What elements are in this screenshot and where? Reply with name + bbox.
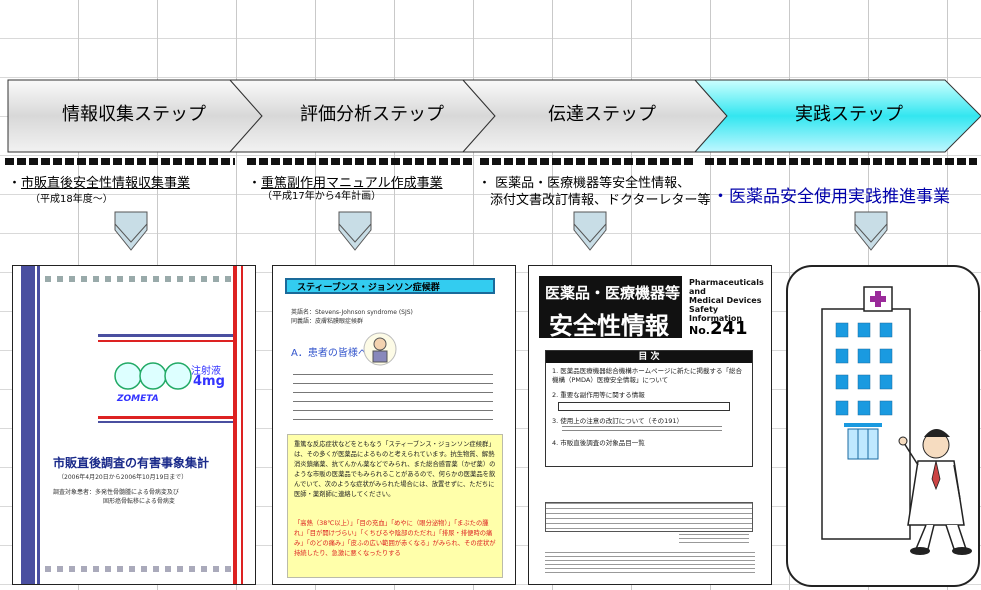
toc-item: 1. 医薬品医療機器総合機構ホームページに新たに掲載する「総合機構（PMDA）医… [552,367,742,384]
masthead-line-1: 医薬品・医療機器等 [545,284,681,302]
brand-logo: ZOMETA [117,394,159,404]
warning-box: 重篤な反応症状などをともなう「スティーブンス・ジョンソン症候群」は、その多くが医… [287,434,503,578]
manual-eng-name: 英語名：Stevens-Johnson syndrome (SJS) [291,309,413,316]
hospital-illustration [821,286,972,555]
safety-info-thumbnail: 医薬品・医療機器等 安全性情報 Pharmaceuticals and Medi… [528,265,772,585]
report-note-2: 固形癌骨転移による骨病変 [103,498,175,505]
toc-box: 目 次 1. 医薬品医療機器総合機構ホームページに新たに掲載する「総合機構（PM… [545,350,753,467]
down-arrow-icon [854,211,888,251]
toc-item: 2. 重要な副作用等に関する情報 [552,391,645,399]
notice-box [545,502,753,532]
issue-number: No.241 [689,318,748,339]
warning-symptoms: 「高熱（38℃以上）」「目の充血」「めやに（眼分泌物）」「まぶたの腫れ」「目が開… [294,520,496,557]
masthead-english: Pharmaceuticals and Medical Devices Safe… [689,278,764,323]
manual-body-text [293,374,493,424]
patient-icon [363,332,397,366]
manual-sjs-thumbnail: スティーブンス・ジョンソン症候群 英語名：Stevens-Johnson syn… [272,265,516,585]
toc-item: 4. 市販直後調査の対象品目一覧 [552,439,645,447]
report-title: 市販直後調査の有害事象集計 [53,456,210,470]
manual-alias: 同義語：皮膚粘膜眼症候群 [291,318,364,325]
step-label-practice: 実践ステップ [795,104,903,125]
toc-item: 3. 使用上の注意の改訂について（その191） [552,417,683,425]
divider-bar [705,158,977,165]
toc-header: 目 次 [546,351,752,363]
down-arrow-icon [114,211,148,251]
pill-icon [114,362,192,390]
topic-collect-sub: （平成18年度～） [30,194,113,205]
step-label-collect: 情報収集ステップ [62,104,206,125]
topic-communicate-2: 添付文書改訂情報、ドクターレター等 [490,193,711,208]
contact-text [545,552,755,574]
step-arrows [7,79,981,153]
topic-practice: ・医薬品安全使用実践推進事業 [712,187,950,207]
down-arrow-icon [573,211,607,251]
divider-bar [480,158,695,165]
step-arrow-practice [693,79,981,153]
dose-label: 注射液 [191,366,221,377]
topic-evaluate: ・重篤副作用マニュアル作成事業 [248,176,443,191]
masthead-line-2: 安全性情報 [549,312,669,340]
publisher-text [679,534,749,546]
manual-title: スティーブンス・ジョンソン症候群 [285,278,495,294]
divider-bar [5,158,235,165]
dose-value: 4mg [193,374,225,389]
topic-collect: ・市販直後安全性情報収集事業 [8,176,191,191]
topic-evaluate-sub: （平成17年から4年計画） [262,191,382,202]
safety-info-masthead: 医薬品・医療機器等 安全性情報 [539,276,682,340]
step-label-evaluate: 評価分析ステップ [300,104,444,125]
manual-heading: A．患者の皆様へ [291,348,368,359]
report-period: （2006年4月20日から2006年10月19日まで） [58,474,188,481]
report-zometa-thumbnail: 注射液 4mg ZOMETA 市販直後調査の有害事象集計 （2006年4月20日… [12,265,256,585]
divider-bar [247,158,472,165]
report-note-1: 調査対象患者：多発性骨髄腫による骨病変及び [53,489,179,496]
doctor-icon [898,429,972,555]
step-label-communicate: 伝達ステップ [548,104,656,125]
down-arrow-icon [338,211,372,251]
topic-communicate-1: ・ 医薬品・医療機器等安全性情報、 [478,176,691,191]
warning-text: 重篤な反応症状などをともなう「スティーブンス・ジョンソン症候群」は、その多くが医… [294,441,496,498]
